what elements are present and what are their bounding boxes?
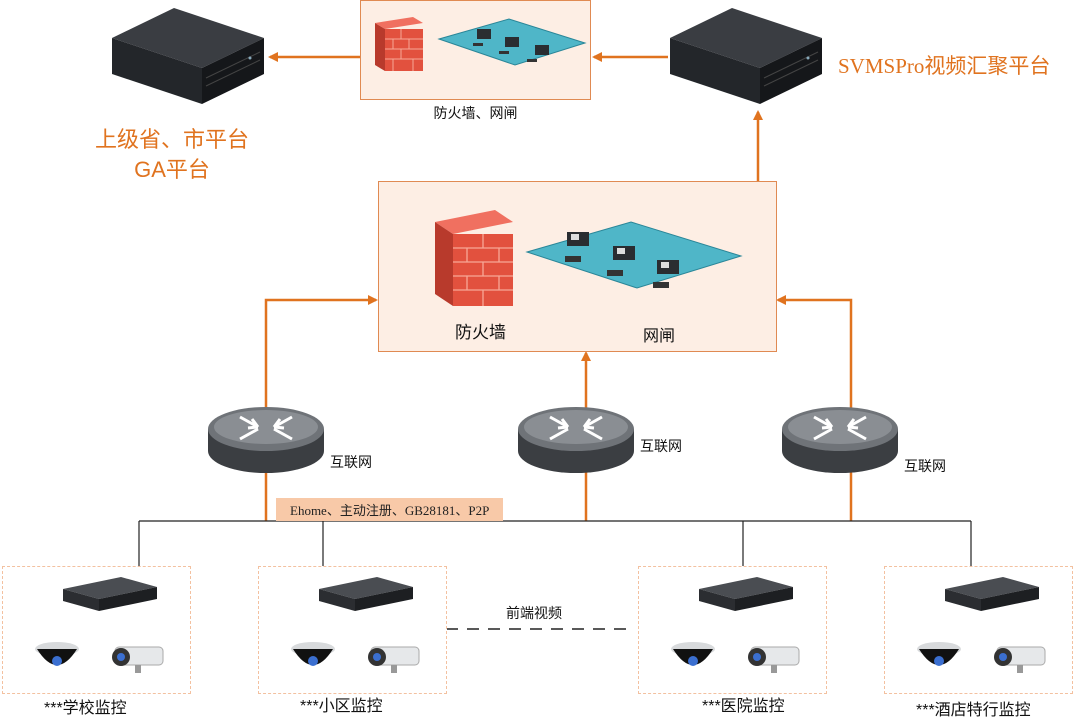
router-label-1: 互联网 [330,454,372,470]
arrow-router3-to-mid [776,295,853,412]
svms-title: SVMSPro视频汇聚平台 [838,54,1051,78]
router-label-2: 互联网 [640,438,682,454]
dome-camera-icon [35,642,79,666]
router-icon-3 [782,407,898,473]
top-gateway-box: 防火墙、网闸 [360,0,591,121]
dome-camera-icon [291,642,335,666]
bullet-camera-icon [112,646,164,673]
bullet-camera-icon [748,646,800,673]
bullet-camera-icon [994,646,1046,673]
router-label-3: 互联网 [904,458,946,474]
front-video-label: 前端视频 [506,605,562,621]
router-icon-1 [208,407,324,473]
firewall-large-icon [435,210,513,306]
site-label-3: ***医院监控 [702,698,785,715]
mid-gateway-box: 防火墙 网闸 [378,181,777,352]
nvr-icon [699,577,793,611]
site-label-1: ***学校监控 [44,700,127,717]
upper-platform-line1: 上级省、市平台 [94,127,249,152]
mid-gatekeeper-label: 网闸 [643,328,676,345]
svms-server-icon [670,8,822,104]
nvr-icon [319,577,413,611]
site-box-3 [638,566,827,694]
dome-camera-icon [917,642,961,666]
site-box-4 [884,566,1073,694]
top-gateway-label: 防火墙、网闸 [433,105,518,121]
site-label-2: ***小区监控 [300,698,383,715]
nvr-icon [945,577,1039,611]
mid-firewall-label: 防火墙 [455,323,506,342]
nvr-icon [63,577,157,611]
protocols-tag: Ehome、主动注册、GB28181、P2P [276,498,504,521]
bullet-camera-icon [368,646,420,673]
router-icon-2 [518,407,634,473]
site-box-2 [258,566,447,694]
dome-camera-icon [671,642,715,666]
gatekeeper-board-icon [437,18,587,66]
arrow-router1-to-mid [264,295,378,412]
gatekeeper-board-large-icon [525,221,743,289]
firewall-icon [375,17,423,71]
upper-server-icon [112,8,264,104]
site-label-4: ***酒店特行监控 [916,702,1031,719]
upper-platform-line2: GA平台 [134,157,210,182]
site-box-1 [2,566,191,694]
